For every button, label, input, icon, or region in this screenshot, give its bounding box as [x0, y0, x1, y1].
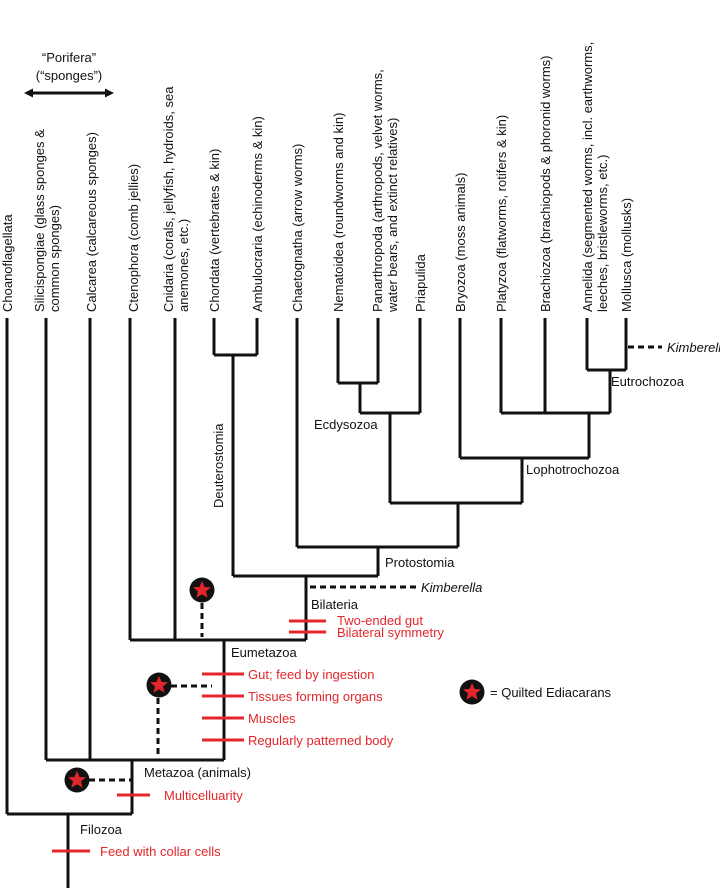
clade-labels: Filozoa Metazoa (animals) Eumetazoa Bila…: [80, 374, 685, 837]
trait-label-two-ended-gut: Two-ended gut: [337, 613, 423, 628]
trait-label-bilateral-symmetry: Bilateral symmetry: [337, 625, 444, 640]
taxon-label-annelida: Annelida (segmented worms, incl. earthwo…: [580, 38, 610, 312]
trait-ticks: [52, 619, 326, 853]
taxon-labels: Choanoflagellata Silicispongiae (glass s…: [0, 38, 634, 313]
trait-label-patterned-body: Regularly patterned body: [248, 733, 394, 748]
clade-label-bilateria: Bilateria: [311, 597, 359, 612]
taxon-label-silicispongiae-line2: common sponges): [47, 205, 62, 312]
taxon-label-cnidaria: Cnidaria (corals, jellyfish, hydroids, s…: [161, 83, 191, 312]
star-icon-metazoa: [64, 767, 90, 793]
taxon-label-ambulocraria: Ambulocraria (echinoderms & kin): [250, 116, 265, 312]
clade-label-filozoa: Filozoa: [80, 822, 123, 837]
taxon-label-brachiozoa: Brachiozoa (brachiopods & phoronid worms…: [538, 55, 553, 312]
taxon-label-cnidaria-line2: anemones, etc.): [176, 219, 191, 312]
taxon-label-platyzoa: Platyzoa (flatworms, rotifers & kin): [494, 115, 509, 312]
taxon-label-panarthropoda: Panarthropoda (arthropods, velvet worms,…: [370, 66, 400, 313]
legend-label: = Quilted Ediacarans: [490, 685, 612, 700]
clade-label-ecdysozoa: Ecdysozoa: [314, 417, 378, 432]
trait-label-tissues: Tissues forming organs: [248, 689, 383, 704]
kimberella-label-bilateria: Kimberella: [421, 580, 482, 595]
legend-star-icon: [459, 679, 485, 705]
porifera-label: “Porifera”: [42, 50, 96, 65]
porifera-common-label: (“sponges”): [36, 68, 102, 83]
clade-label-lophotrochozoa: Lophotrochozoa: [526, 462, 620, 477]
legend: = Quilted Ediacarans: [459, 679, 612, 705]
taxon-label-mollusca: Mollusca (mollusks): [619, 198, 634, 312]
taxon-label-annelida-line2: leeches, bristleworms, etc.): [595, 155, 610, 313]
clade-label-protostomia: Protostomia: [385, 555, 455, 570]
trait-labels: Feed with collar cells Multicelluarity R…: [100, 613, 444, 859]
clade-label-metazoa: Metazoa (animals): [144, 765, 251, 780]
taxon-label-choanoflagellata: Choanoflagellata: [0, 214, 15, 312]
tree-branches: [5, 318, 628, 888]
trait-label-multicellularity: Multicelluarity: [164, 788, 243, 803]
trait-label-collar-cells: Feed with collar cells: [100, 844, 221, 859]
taxon-label-silicispongiae-line1: Silicispongiae (glass sponges &: [32, 129, 47, 312]
trait-label-gut: Gut; feed by ingestion: [248, 667, 374, 682]
kimberella-label-mollusca: Kimberella: [667, 340, 720, 355]
star-icon-tissues: [146, 672, 172, 698]
taxon-label-ctenophora: Ctenophora (comb jellies): [126, 164, 141, 312]
taxon-label-chordata: Chordata (vertebrates & kin): [207, 149, 222, 312]
clade-label-deuterostomia: Deuterostomia: [211, 423, 226, 508]
fossil-links: [89, 345, 662, 782]
taxon-label-silicispongiae: Silicispongiae (glass sponges & common s…: [32, 126, 62, 312]
clade-label-eumetazoa: Eumetazoa: [231, 645, 298, 660]
porifera-bracket: “Porifera” (“sponges”): [24, 50, 114, 98]
clade-label-eutrochozoa: Eutrochozoa: [611, 374, 685, 389]
taxon-label-nematoidea: Nematoidea (roundworms and kin): [331, 113, 346, 312]
star-icon-eumetazoa: [189, 577, 215, 603]
trait-label-muscles: Muscles: [248, 711, 296, 726]
taxon-label-annelida-line1: Annelida (segmented worms, incl. earthwo…: [580, 42, 595, 312]
taxon-label-priapulida: Priapulida: [413, 253, 428, 312]
taxon-label-bryozoa: Bryozoa (moss animals): [453, 173, 468, 312]
taxon-label-cnidaria-line1: Cnidaria (corals, jellyfish, hydroids, s…: [161, 86, 176, 312]
taxon-label-panarthropoda-line2: water bears, and extinct relatives): [385, 118, 400, 313]
taxon-label-panarthropoda-line1: Panarthropoda (arthropods, velvet worms,: [370, 69, 385, 312]
taxon-label-calcarea: Calcarea (calcareous sponges): [84, 132, 99, 312]
taxon-label-chaetognatha: Chaetognatha (arrow worms): [290, 144, 305, 312]
